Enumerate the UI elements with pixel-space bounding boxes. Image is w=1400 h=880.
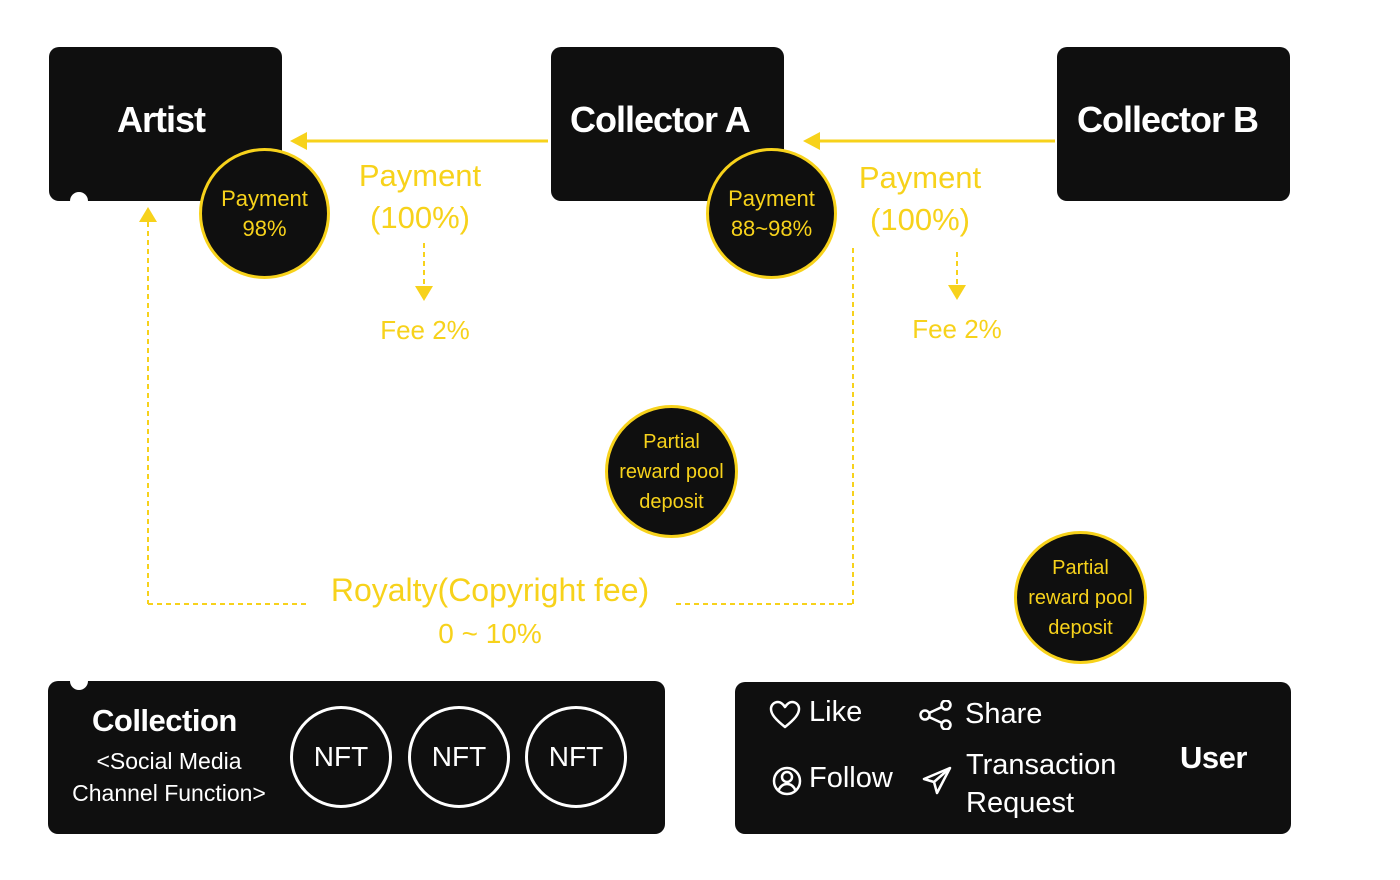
flow-a-fee-label: Fee 2% (380, 315, 470, 345)
reward-pool-1-line3: deposit (639, 490, 704, 513)
collection-subtitle-line1: <Social Media (96, 748, 242, 774)
arrowhead-collector-a (803, 132, 820, 150)
artist-label: Artist (117, 99, 206, 140)
reward-pool-2-line3: deposit (1048, 616, 1113, 639)
collector-a-payment-circle: Payment 88~98% (706, 148, 837, 279)
send-icon (922, 766, 952, 795)
fee-arrowhead-1 (415, 286, 433, 301)
user-panel: Like Share Follow Transaction Request Us… (735, 682, 1291, 834)
reward-pool-1-line1: Partial (643, 430, 700, 453)
royalty-arrowhead (139, 207, 157, 222)
artist-notch (70, 192, 88, 210)
artist-payment-circle: Payment 98% (199, 148, 330, 279)
royalty-label: Royalty(Copyright fee) 0 ~ 10% (300, 568, 680, 656)
like-button[interactable]: Like (809, 696, 863, 728)
follow-button[interactable]: Follow (809, 762, 893, 794)
flow-b-fee-label: Fee 2% (912, 314, 1002, 344)
reward-pool-2-line1: Partial (1052, 556, 1109, 579)
flow-b-payment-line2: (100%) (870, 202, 970, 237)
royalty-line1: Royalty(Copyright fee) (330, 572, 650, 608)
collection-title: Collection (92, 703, 237, 738)
collector-a-payment-line2: 88~98% (730, 215, 813, 241)
flow-a-payment-line2: (100%) (370, 200, 470, 235)
collector-a-label: Collector A (570, 99, 751, 140)
collection-notch (70, 672, 88, 690)
user-circle-icon (772, 766, 802, 796)
collection-subtitle-line2: Channel Function> (72, 780, 266, 806)
collector-b-node: Collector B (1057, 47, 1290, 201)
collection-subtitle: <Social Media Channel Function> (56, 745, 282, 809)
artist-payment-line1: Payment (221, 185, 308, 211)
nft-circle[interactable]: NFT (525, 706, 627, 808)
transaction-request-button[interactable]: Transaction Request (966, 746, 1116, 822)
arrowhead-artist (290, 132, 307, 150)
nft-circle[interactable]: NFT (290, 706, 392, 808)
royalty-line2: 0 ~ 10% (438, 618, 542, 649)
collector-a-payment-line1: Payment (728, 185, 815, 211)
flow-b-payment-label: Payment (100%) (840, 157, 1000, 241)
reward-pool-circle-1: Partial reward pool deposit (605, 405, 738, 538)
collector-b-label: Collector B (1077, 99, 1259, 140)
fee-arrowhead-2 (948, 285, 966, 300)
collection-panel: Collection <Social Media Channel Functio… (48, 681, 665, 834)
share-icon (919, 700, 952, 730)
transaction-request-line2: Request (966, 787, 1075, 819)
flow-a-payment-line1: Payment (358, 158, 482, 193)
transaction-request-line1: Transaction (966, 749, 1117, 781)
reward-pool-2-line2: reward pool (1028, 586, 1133, 609)
artist-payment-line2: 98% (242, 215, 287, 241)
user-label: User (1180, 740, 1247, 775)
reward-pool-circle-2: Partial reward pool deposit (1014, 531, 1147, 664)
nft-circle[interactable]: NFT (408, 706, 510, 808)
flow-a-payment-label: Payment (100%) (340, 155, 500, 239)
share-button[interactable]: Share (965, 698, 1043, 730)
flow-b-payment-line1: Payment (858, 160, 982, 195)
reward-pool-1-line2: reward pool (619, 460, 724, 483)
heart-icon (769, 700, 801, 729)
